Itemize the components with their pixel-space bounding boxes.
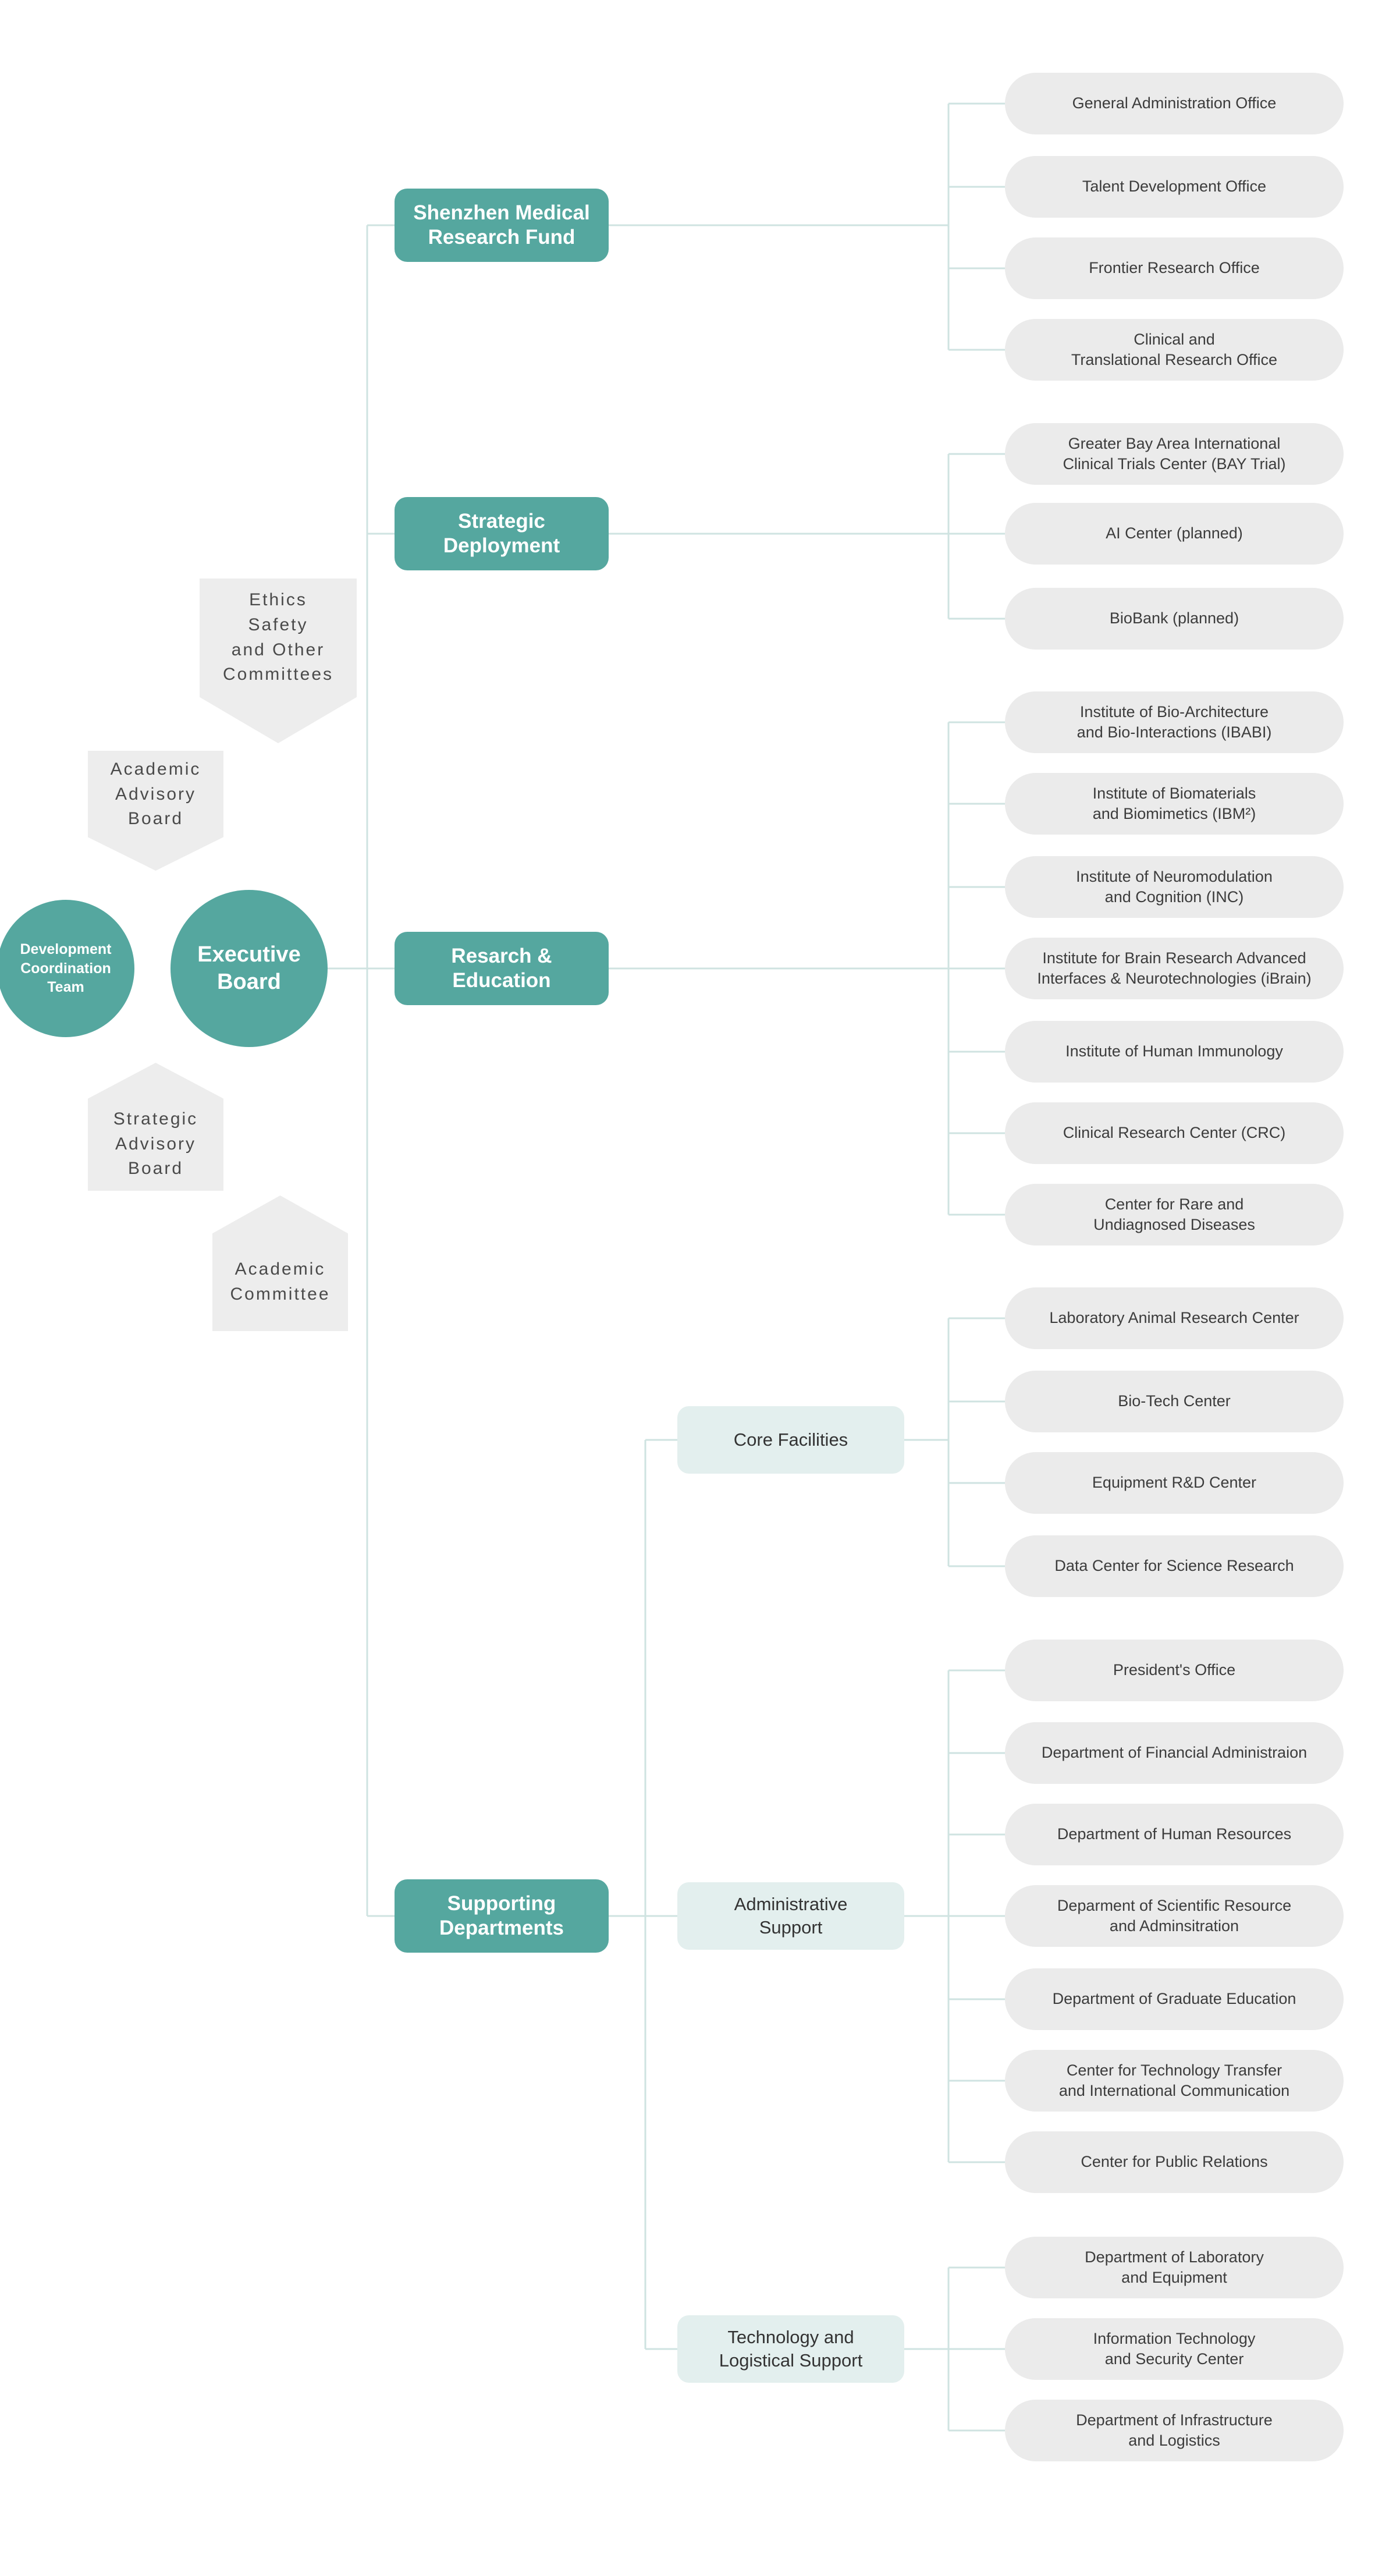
- executive-board-node: Executive Board: [170, 890, 328, 1047]
- unit-scientific-resource-administration: Deparment of Scientific Resource and Adm…: [1005, 1885, 1344, 1947]
- unit-infrastructure-logistics: Department of Infrastructure and Logisti…: [1005, 2400, 1344, 2461]
- subgroup-core-facilities: Core Facilities: [677, 1406, 904, 1474]
- unit-information-technology-security: Information Technology and Security Cent…: [1005, 2318, 1344, 2380]
- subgroup-admin-lines: [904, 1669, 1005, 2163]
- branch-supporting-lines: [609, 1439, 677, 2350]
- unit-laboratory-animal-research-center: Laboratory Animal Research Center: [1005, 1287, 1344, 1349]
- unit-data-center-science-research: Data Center for Science Research: [1005, 1535, 1344, 1597]
- unit-biobank: BioBank (planned): [1005, 588, 1344, 650]
- branch-shenzhen-medical-research-fund: Shenzhen Medical Research Fund: [395, 189, 609, 262]
- branch-strategic-deployment: Strategic Deployment: [395, 497, 609, 570]
- development-coordination-team-node: Development Coordination Team: [0, 900, 134, 1037]
- unit-ai-center: AI Center (planned): [1005, 503, 1344, 565]
- unit-financial-administration: Department of Financial Administraion: [1005, 1722, 1344, 1784]
- unit-rare-undiagnosed-diseases: Center for Rare and Undiagnosed Diseases: [1005, 1184, 1344, 1246]
- branch-supporting-departments: Supporting Departments: [395, 1879, 609, 1953]
- unit-graduate-education: Department of Graduate Education: [1005, 1968, 1344, 2030]
- unit-inc: Institute of Neuromodulation and Cogniti…: [1005, 856, 1344, 918]
- unit-talent-development-office: Talent Development Office: [1005, 156, 1344, 218]
- branch-strategic-lines: [609, 453, 1005, 620]
- unit-human-immunology: Institute of Human Immunology: [1005, 1021, 1344, 1083]
- unit-ibabi: Institute of Bio-Architecture and Bio-In…: [1005, 691, 1344, 753]
- unit-equipment-rd-center: Equipment R&D Center: [1005, 1452, 1344, 1514]
- unit-laboratory-equipment: Department of Laboratory and Equipment: [1005, 2237, 1344, 2298]
- branch-fund-lines: [609, 102, 1005, 351]
- unit-frontier-research-office: Frontier Research Office: [1005, 237, 1344, 299]
- trunk-executive: [328, 224, 395, 1917]
- branch-research-lines: [609, 721, 1005, 1216]
- unit-human-resources: Department of Human Resources: [1005, 1804, 1344, 1865]
- unit-ibm2: Institute of Biomaterials and Biomimetic…: [1005, 773, 1344, 835]
- subgroup-administrative-support: Administrative Support: [677, 1882, 904, 1950]
- unit-public-relations: Center for Public Relations: [1005, 2131, 1344, 2193]
- unit-ibrain: Institute for Brain Research Advanced In…: [1005, 938, 1344, 999]
- unit-general-administration-office: General Administration Office: [1005, 73, 1344, 134]
- unit-presidents-office: President's Office: [1005, 1640, 1344, 1701]
- subgroup-core-lines: [904, 1317, 1005, 1567]
- unit-bay-trial-center: Greater Bay Area International Clinical …: [1005, 423, 1344, 485]
- unit-crc: Clinical Research Center (CRC): [1005, 1102, 1344, 1164]
- unit-clinical-translational-research-office: Clinical and Translational Research Offi…: [1005, 319, 1344, 381]
- subgroup-tech-lines: [904, 2266, 1005, 2432]
- unit-bio-tech-center: Bio-Tech Center: [1005, 1371, 1344, 1432]
- subgroup-technology-logistical-support: Technology and Logistical Support: [677, 2315, 904, 2383]
- unit-technology-transfer: Center for Technology Transfer and Inter…: [1005, 2050, 1344, 2112]
- branch-research-education: Resarch & Education: [395, 932, 609, 1005]
